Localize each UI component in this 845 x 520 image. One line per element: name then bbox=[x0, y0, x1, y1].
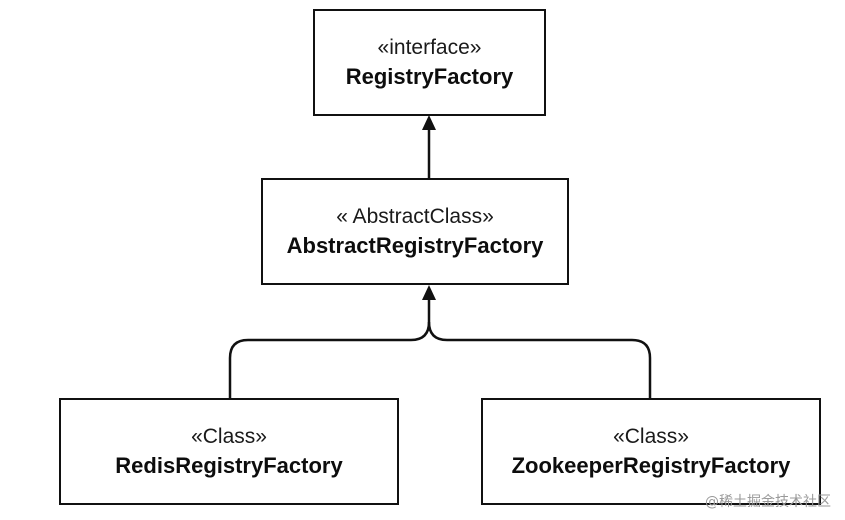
class-name: RegistryFactory bbox=[345, 63, 514, 89]
edge-redis-to-abstract bbox=[228, 296, 431, 398]
arrowhead-interface bbox=[422, 115, 436, 130]
watermark: @稀土掘金技术社区 bbox=[705, 494, 831, 510]
class-box-redis-registry-factory: «Class» RedisRegistryFactory bbox=[59, 398, 399, 505]
class-name: AbstractRegistryFactory bbox=[286, 232, 544, 258]
class-name: ZookeeperRegistryFactory bbox=[511, 452, 791, 478]
stereotype-label: «interface» bbox=[377, 35, 482, 59]
class-name: RedisRegistryFactory bbox=[115, 452, 343, 478]
stereotype-label: « AbstractClass» bbox=[336, 204, 494, 228]
class-box-registry-factory: «interface» RegistryFactory bbox=[313, 9, 546, 116]
class-box-zookeeper-registry-factory: «Class» ZookeeperRegistryFactory bbox=[481, 398, 821, 505]
stereotype-label: «Class» bbox=[613, 424, 689, 448]
arrowhead-abstract bbox=[422, 285, 436, 300]
edge-zookeeper-to-abstract bbox=[427, 321, 652, 398]
stereotype-label: «Class» bbox=[191, 424, 267, 448]
class-box-abstract-registry-factory: « AbstractClass» AbstractRegistryFactory bbox=[261, 178, 569, 285]
